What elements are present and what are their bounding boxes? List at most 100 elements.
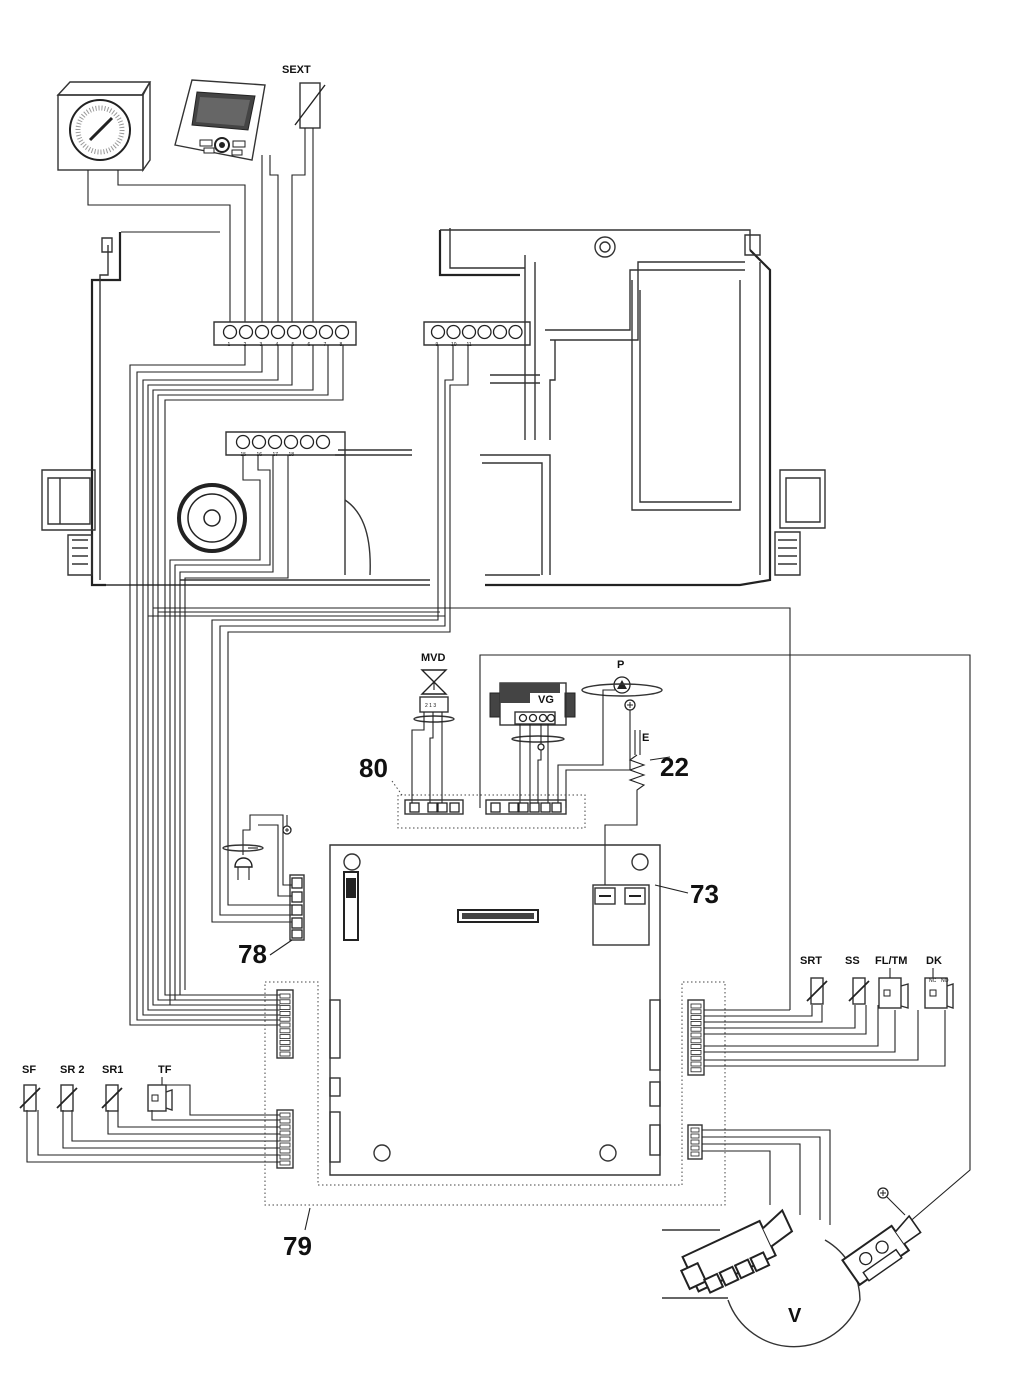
label-79: 79 — [283, 1231, 312, 1261]
pump-p: P — [479, 654, 971, 1231]
connector-pin — [279, 1142, 291, 1148]
connector-pin — [690, 1061, 702, 1067]
terminal-screw — [508, 324, 523, 340]
terminal-screw — [270, 324, 286, 340]
ss-label: SS — [845, 955, 860, 967]
sext-sensor: SEXT — [282, 64, 326, 155]
left-cable-bundle — [129, 345, 791, 1026]
right-terminal-wiring — [211, 345, 469, 923]
connector-80: 80 — [359, 753, 586, 829]
connector-pin — [690, 1032, 702, 1038]
connector-pin — [279, 993, 291, 999]
thermostat-tf: TF — [147, 1064, 173, 1112]
connector-pin — [279, 1118, 291, 1124]
sensor-sf: SF — [19, 1064, 41, 1112]
connector-pin — [279, 1034, 291, 1039]
circulator-disc — [177, 483, 247, 553]
e-label: E — [642, 732, 649, 744]
connector-pin — [279, 1011, 291, 1016]
connector-pin — [690, 1021, 702, 1026]
terminal-screw — [267, 434, 283, 450]
remote-control — [174, 79, 266, 161]
dk-nc-label: NC — [929, 978, 937, 984]
terminal-number: 17 — [273, 452, 279, 458]
left-connector-lower — [26, 1084, 294, 1169]
top-wiring — [87, 155, 314, 322]
connector-pin — [690, 1003, 702, 1009]
right-connector-lower — [687, 1124, 831, 1225]
terminal-number: 4 — [276, 342, 279, 348]
terminal-screw — [286, 324, 302, 340]
terminal-screw — [492, 324, 508, 340]
terminal-screw — [446, 324, 461, 340]
room-thermostat — [56, 81, 152, 173]
connector-pin — [279, 1022, 291, 1028]
connector-pin — [279, 1016, 291, 1022]
mvd-label: MVD — [421, 652, 446, 664]
sr2-label: SR 2 — [60, 1064, 84, 1076]
connector-pin — [690, 1009, 702, 1015]
label-22: 22 — [660, 752, 689, 782]
terminal-screw — [302, 324, 318, 340]
connector-group-79: 79 — [264, 981, 726, 1261]
terminal-number: 10 — [451, 342, 457, 348]
connector-pin — [690, 1145, 700, 1151]
label-80: 80 — [359, 753, 388, 783]
vg-gas-valve: VG — [489, 682, 576, 808]
connector-pin — [279, 1148, 291, 1154]
fan-label: V — [788, 1305, 802, 1327]
connector-pin — [690, 1151, 700, 1157]
mvd-pins: 2 1 3 — [425, 703, 436, 709]
connector-pin — [279, 1160, 291, 1166]
connector-pin — [690, 1133, 700, 1139]
terminal-screw — [334, 324, 350, 340]
terminal-number: 8 — [340, 342, 343, 348]
connector-pin — [690, 1055, 702, 1061]
connector-pin — [279, 1112, 291, 1118]
connector-pin — [690, 1044, 702, 1049]
connector-pin — [279, 1154, 291, 1160]
terminal-screw — [238, 324, 254, 340]
connector-pin — [279, 1028, 291, 1034]
boiler-housing-right — [438, 228, 826, 587]
control-board-73: 73 — [329, 844, 719, 1176]
connector-pin — [279, 1051, 291, 1057]
terminal-number: 9 — [436, 342, 439, 348]
flow-switch-fltm: FL/TM — [875, 955, 909, 1009]
srt-label: SRT — [800, 955, 822, 967]
connector-pin — [279, 999, 291, 1005]
dk-no-label: NO — [941, 978, 949, 984]
connector-pin — [279, 1124, 291, 1130]
terminal-screw — [315, 434, 331, 450]
sensor-sr1: SR1 — [101, 1064, 123, 1112]
connector-pin — [279, 1130, 291, 1136]
connector-pin — [279, 1040, 291, 1045]
connector-pin — [690, 1050, 702, 1055]
terminal-screw — [251, 434, 267, 450]
left-connector-upper — [276, 989, 294, 1059]
connector-pin — [690, 1127, 700, 1133]
sensor-srt: SRT — [800, 955, 828, 1005]
terminal-screw — [235, 434, 251, 450]
terminal-screw — [318, 324, 334, 340]
terminal-screw — [477, 324, 492, 340]
label-73: 73 — [690, 879, 719, 909]
mvd-diverter-valve: MVD 2 1 3 — [411, 652, 455, 808]
dk-label: DK — [926, 955, 942, 967]
terminal-number: 5 — [292, 342, 295, 348]
terminal-screw — [254, 324, 270, 340]
boiler-housing-left — [41, 232, 430, 587]
sf-label: SF — [22, 1064, 36, 1076]
pressure-switch-dk: DK NC NO — [924, 955, 954, 1009]
sensor-sr2: SR 2 — [56, 1064, 84, 1112]
terminal-number: 1 — [228, 342, 231, 348]
terminal-number: 3 — [260, 342, 263, 348]
connector-pin — [690, 1015, 702, 1020]
terminal-number: 16 — [257, 452, 263, 458]
connector-pin — [279, 1136, 291, 1142]
tf-label: TF — [158, 1064, 172, 1076]
connector-pin — [279, 1005, 291, 1010]
